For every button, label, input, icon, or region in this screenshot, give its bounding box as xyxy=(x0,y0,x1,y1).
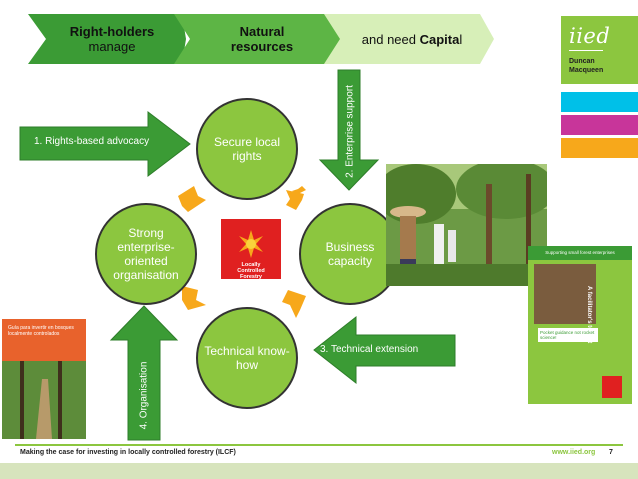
lcf-line2: Controlled xyxy=(237,268,265,274)
orange-bar xyxy=(561,138,638,158)
cycle-arrow-1 xyxy=(292,186,306,197)
book-right-photo xyxy=(534,264,596,324)
chevron-2-line1: Natural xyxy=(239,24,285,39)
chevron-2: Natural resources xyxy=(198,14,326,64)
cycle-arrow-3 xyxy=(282,290,306,318)
cycle-arrow-2 xyxy=(286,190,304,210)
extension-label: 3. Technical extension xyxy=(320,344,419,355)
lcf-logo-text: Locally Controlled Forestry xyxy=(221,262,281,280)
chevron-1-line2: manage xyxy=(88,39,136,54)
book-right-logo xyxy=(602,376,622,398)
advocacy-arrow xyxy=(19,110,191,178)
book-right-sub: Pocket guidance not rocket science! xyxy=(538,328,598,342)
footer-rule xyxy=(15,444,623,446)
advocacy-label: 1. Rights-based advocacy xyxy=(34,136,150,147)
chevron-3-bold: Capita xyxy=(419,31,460,47)
book-left-graphic xyxy=(2,361,86,439)
lcf-line3: Forestry xyxy=(239,274,262,280)
logo-underline xyxy=(569,50,603,51)
cycle-arrow-5 xyxy=(178,186,206,212)
chevron-3-prefix: and need xyxy=(361,31,420,47)
chevron-3-shape xyxy=(324,14,494,64)
lcf-sun xyxy=(239,230,263,258)
footer-page-number: 7 xyxy=(609,449,613,456)
extension-arrow xyxy=(313,315,456,385)
secure-rights-circle: Secure local rights xyxy=(196,98,298,200)
strong-organisation-circle: Strong enterprise-oriented organisation xyxy=(95,203,197,305)
cyan-bar xyxy=(561,92,638,112)
organisation-label: 4. Organisation xyxy=(138,361,150,430)
chevron-3-suffix: l xyxy=(459,31,463,47)
footer-band xyxy=(0,463,638,479)
chevron-2-shape xyxy=(174,14,344,64)
author-first: Duncan xyxy=(569,58,595,65)
technical-knowhow-circle: Technical know-how xyxy=(196,307,298,409)
chevron-banner xyxy=(28,14,494,64)
enterprise-label: 2. Enterprise support xyxy=(344,85,356,178)
forest-people-photo xyxy=(386,164,547,286)
enterprise-arrow xyxy=(318,69,380,191)
book-cover-left: Guía para invertir en bosques localmente… xyxy=(2,319,86,439)
book-cover-right: Supporting small forest enterprises A fa… xyxy=(528,246,632,404)
chevron-2-line2: resources xyxy=(230,39,294,54)
chevron-1-shape xyxy=(28,14,186,64)
forest-scene-graphic xyxy=(386,164,547,286)
lcf-line1: Locally xyxy=(241,262,261,268)
author-name: Duncan Macqueen xyxy=(569,57,603,75)
cycle-arrow-4 xyxy=(182,286,206,310)
organisation-arrow xyxy=(109,305,179,441)
iied-logo-text: iied xyxy=(569,24,611,48)
footer-title: Making the case for investing in locally… xyxy=(20,449,236,456)
book-left-title: Guía para invertir en bosques localmente… xyxy=(8,325,74,337)
author-last: Macqueen xyxy=(569,67,604,74)
chevron-1: Right-holders manage xyxy=(50,14,174,64)
chevron-1-line1: Right-holders xyxy=(69,24,155,39)
book-right-title: Supporting small forest enterprises xyxy=(528,246,632,260)
magenta-bar xyxy=(561,115,638,135)
footer-url: www.iied.org xyxy=(552,449,596,456)
